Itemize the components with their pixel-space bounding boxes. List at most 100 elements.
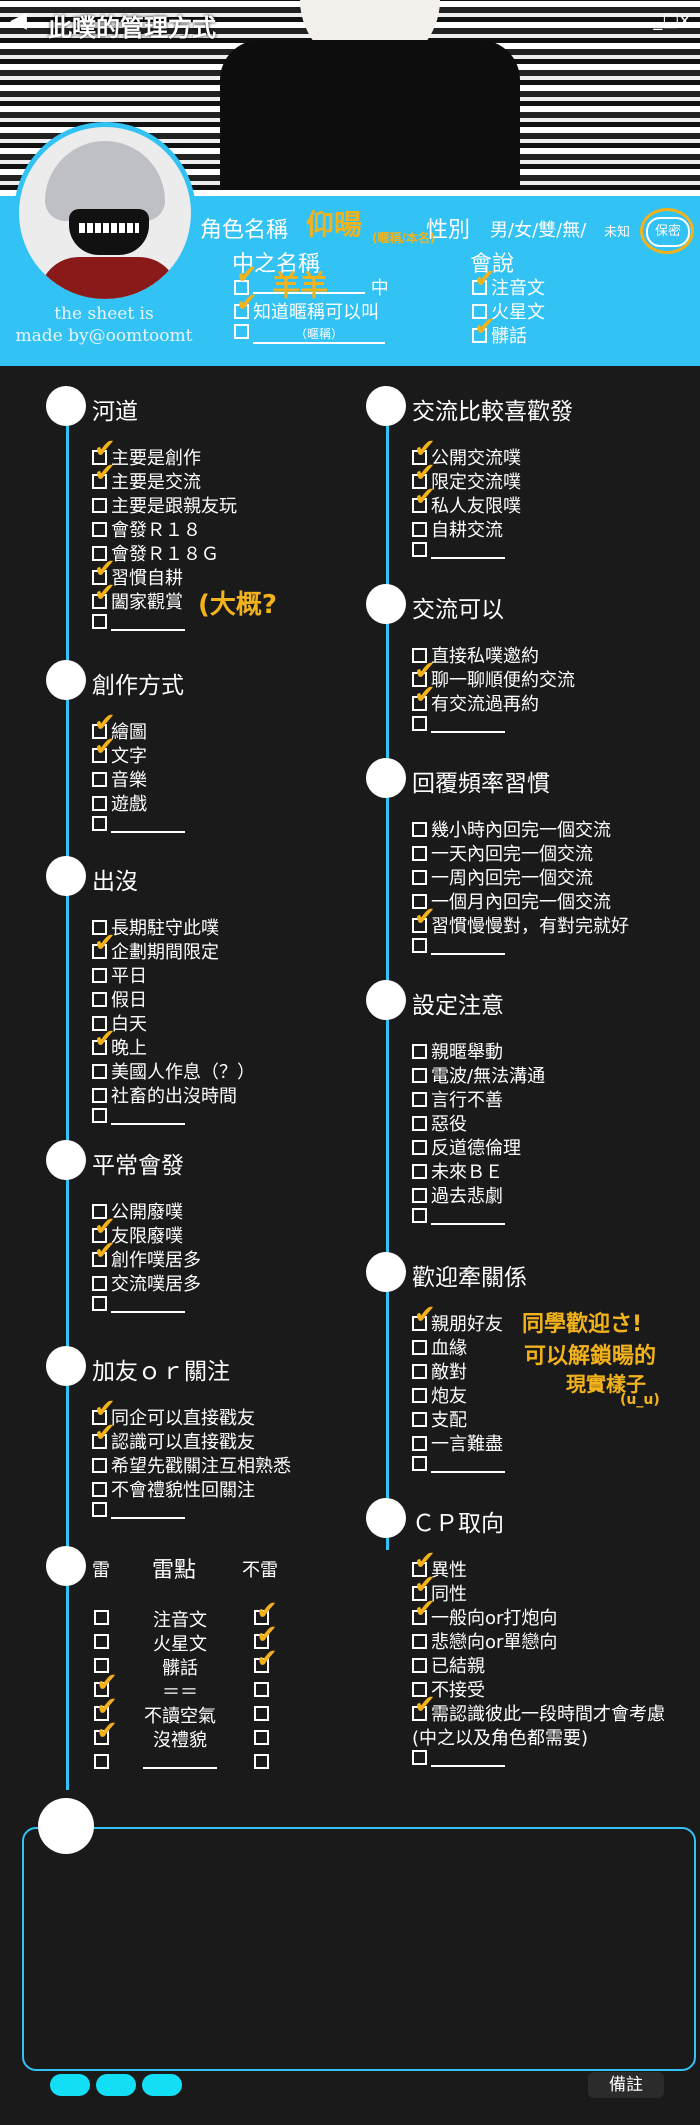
checkbox[interactable] [412, 1610, 427, 1625]
checkbox[interactable] [412, 938, 427, 953]
checkbox[interactable] [92, 968, 107, 983]
back-arrow-icon[interactable]: ◀ [10, 8, 27, 33]
checkbox[interactable] [412, 1188, 427, 1203]
checkbox[interactable] [412, 1706, 427, 1721]
checkbox[interactable] [412, 1140, 427, 1155]
checkbox[interactable] [92, 724, 107, 739]
notes-box[interactable] [22, 1827, 696, 2071]
tab-pill-2[interactable] [96, 2074, 136, 2096]
tab-pill-1[interactable] [50, 2074, 90, 2096]
blank-line[interactable] [431, 1209, 505, 1225]
checkbox[interactable] [412, 1436, 427, 1451]
checkbox[interactable] [412, 474, 427, 489]
checkbox[interactable] [92, 1482, 107, 1497]
checkbox[interactable] [412, 1658, 427, 1673]
checkbox[interactable] [412, 1750, 427, 1765]
checkbox[interactable] [412, 696, 427, 711]
checkbox[interactable] [92, 748, 107, 763]
blank-line[interactable] [111, 1503, 185, 1519]
checkbox[interactable] [92, 498, 107, 513]
checkbox[interactable] [92, 1502, 107, 1517]
blank-line[interactable] [111, 1109, 185, 1125]
tab-pill-3[interactable] [142, 2074, 182, 2096]
checkbox[interactable] [412, 1164, 427, 1179]
not-thunder-checkbox[interactable] [254, 1658, 269, 1673]
checkbox[interactable] [92, 992, 107, 1007]
checkbox[interactable] [412, 822, 427, 837]
checkbox[interactable] [92, 1016, 107, 1031]
checkbox[interactable] [92, 1204, 107, 1219]
checkbox[interactable] [92, 1088, 107, 1103]
checkbox[interactable] [92, 816, 107, 831]
checkbox[interactable] [412, 1634, 427, 1649]
blank-line[interactable] [111, 615, 185, 631]
checkbox[interactable] [92, 570, 107, 585]
thunder-checkbox[interactable] [94, 1706, 109, 1721]
checkbox[interactable] [92, 1410, 107, 1425]
checkbox[interactable] [234, 280, 249, 295]
checkbox[interactable] [412, 672, 427, 687]
checkbox[interactable] [92, 1064, 107, 1079]
checkbox[interactable] [92, 772, 107, 787]
checkbox[interactable] [92, 1276, 107, 1291]
thunder-checkbox[interactable] [94, 1754, 109, 1769]
blank-line[interactable] [111, 817, 185, 833]
memo-button[interactable]: 備註 [588, 2072, 664, 2098]
thunder-checkbox[interactable] [94, 1634, 109, 1649]
checkbox[interactable] [412, 1208, 427, 1223]
checkbox[interactable] [412, 918, 427, 933]
not-thunder-checkbox[interactable] [254, 1682, 269, 1697]
not-thunder-checkbox[interactable] [254, 1730, 269, 1745]
checkbox[interactable] [92, 474, 107, 489]
checkbox[interactable] [412, 1116, 427, 1131]
blank-line[interactable] [431, 717, 505, 733]
checkbox[interactable] [412, 1068, 427, 1083]
checkbox[interactable] [92, 614, 107, 629]
checkbox[interactable] [412, 498, 427, 513]
not-thunder-checkbox[interactable] [254, 1754, 269, 1769]
checkbox[interactable] [412, 716, 427, 731]
checkbox[interactable] [412, 1316, 427, 1331]
checkbox[interactable] [92, 1434, 107, 1449]
checkbox[interactable] [92, 796, 107, 811]
checkbox[interactable] [234, 324, 249, 339]
thunder-checkbox[interactable] [94, 1610, 109, 1625]
blank-line[interactable] [431, 939, 505, 955]
checkbox[interactable] [412, 1682, 427, 1697]
checkbox[interactable] [92, 1296, 107, 1311]
not-thunder-checkbox[interactable] [254, 1634, 269, 1649]
checkbox[interactable] [412, 648, 427, 663]
checkbox[interactable] [92, 1228, 107, 1243]
checkbox[interactable] [92, 546, 107, 561]
checkbox[interactable] [92, 1108, 107, 1123]
checkbox[interactable] [412, 846, 427, 861]
checkbox[interactable] [92, 1458, 107, 1473]
thunder-checkbox[interactable] [94, 1682, 109, 1697]
not-thunder-checkbox[interactable] [254, 1610, 269, 1625]
checkbox[interactable] [92, 522, 107, 537]
checkbox[interactable] [412, 1562, 427, 1577]
blank-line[interactable] [431, 1457, 505, 1473]
checkbox[interactable] [412, 1340, 427, 1355]
checkbox[interactable] [412, 1388, 427, 1403]
not-thunder-checkbox[interactable] [254, 1706, 269, 1721]
checkbox[interactable] [412, 1364, 427, 1379]
checkbox[interactable] [412, 1412, 427, 1427]
blank-line[interactable] [431, 1751, 505, 1767]
checkbox[interactable] [412, 870, 427, 885]
checkbox[interactable] [92, 920, 107, 935]
checkbox[interactable] [92, 1252, 107, 1267]
checkbox[interactable] [92, 594, 107, 609]
checkbox[interactable] [92, 450, 107, 465]
checkbox[interactable] [412, 1092, 427, 1107]
checkbox[interactable] [412, 894, 427, 909]
blank-line[interactable] [111, 1297, 185, 1313]
checkbox[interactable] [234, 304, 249, 319]
checkbox[interactable] [92, 1040, 107, 1055]
thunder-checkbox[interactable] [94, 1730, 109, 1745]
checkbox[interactable] [412, 542, 427, 557]
window-controls[interactable]: _□x [653, 10, 690, 31]
checkbox[interactable] [412, 1456, 427, 1471]
checkbox[interactable] [412, 522, 427, 537]
checkbox[interactable] [412, 1586, 427, 1601]
